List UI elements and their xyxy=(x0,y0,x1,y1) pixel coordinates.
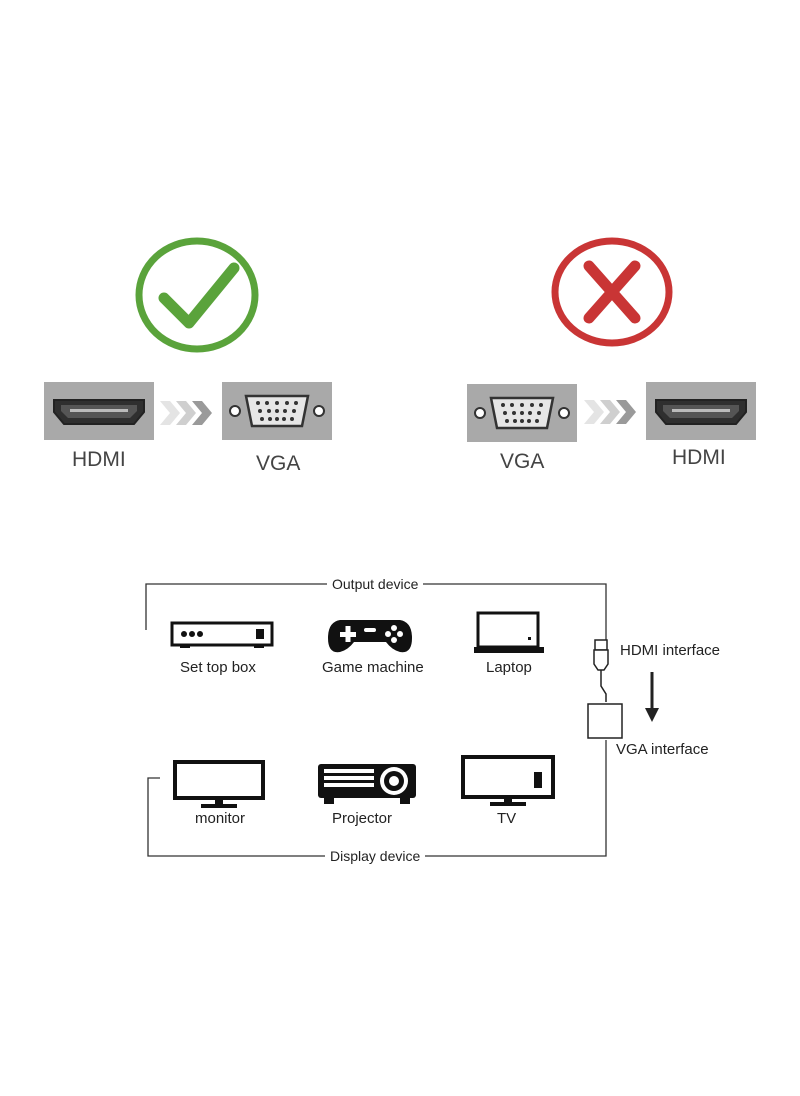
hdmi-target-label: HDMI xyxy=(672,446,726,469)
hdmi-connector-box xyxy=(44,382,154,440)
vga-port-icon xyxy=(229,394,325,428)
monitor-icon xyxy=(173,760,265,810)
display-device-label: Display device xyxy=(325,848,426,864)
vga-connector-box xyxy=(222,382,332,440)
hdmi-port-icon xyxy=(655,399,747,425)
set-top-box-icon xyxy=(170,621,274,649)
set-top-box-label: Set top box xyxy=(180,659,256,676)
vga-interface-label: VGA interface xyxy=(616,741,709,758)
gamepad-icon xyxy=(326,614,414,656)
vga-connector-box xyxy=(467,384,577,442)
laptop-icon xyxy=(472,610,546,656)
hdmi-source-label: HDMI xyxy=(72,448,126,471)
tv-label: TV xyxy=(497,810,517,827)
output-device-label: Output device xyxy=(327,576,424,592)
tv-icon xyxy=(460,754,556,808)
cross-icon xyxy=(549,236,675,348)
hdmi-interface-label: HDMI interface xyxy=(620,642,721,659)
laptop-label: Laptop xyxy=(486,659,532,676)
conversion-arrows xyxy=(584,396,640,428)
vga-source-label: VGA xyxy=(500,450,545,473)
monitor-label: monitor xyxy=(195,810,246,827)
conversion-arrows xyxy=(160,397,216,429)
hdmi-vga-adapter-icon xyxy=(586,638,626,742)
hdmi-port-icon xyxy=(53,399,145,425)
vga-port-icon xyxy=(474,396,570,430)
check-icon xyxy=(134,236,260,354)
vga-target-label: VGA xyxy=(256,452,301,475)
hdmi-connector-box xyxy=(646,382,756,440)
game-machine-label: Game machine xyxy=(322,659,424,676)
projector-icon xyxy=(314,760,420,808)
projector-label: Projector xyxy=(332,810,393,827)
